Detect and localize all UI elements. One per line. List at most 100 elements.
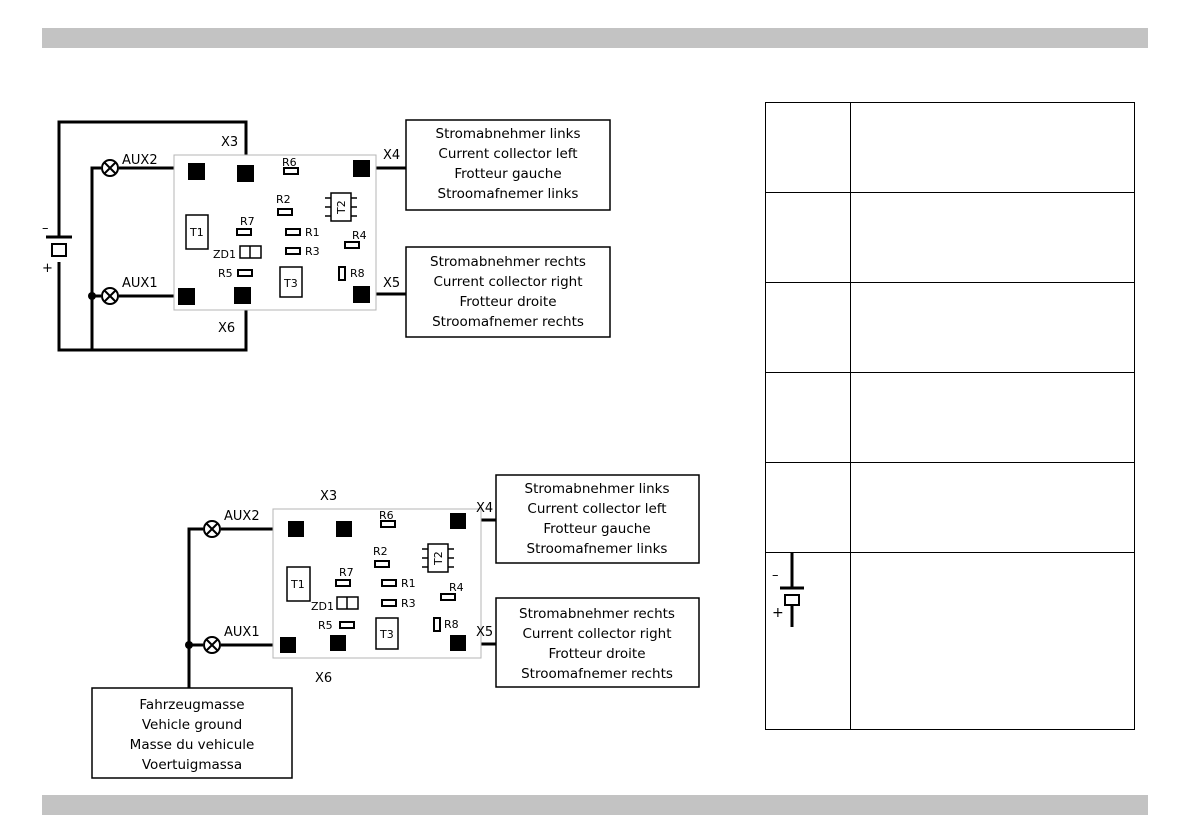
bottom-left-collector-box: Stromabnehmer links Current collector le… (495, 474, 700, 564)
r7-label: R7 (339, 566, 354, 579)
r7-label: R7 (240, 215, 255, 228)
r8-label: R8 (444, 618, 459, 631)
zd1-diode (239, 245, 262, 259)
top-right-collector-box: Stromabnehmer rechts Current collector r… (405, 246, 611, 338)
bottom-solder-pads (280, 513, 466, 653)
zd1-diode (336, 596, 359, 610)
bottom-components: R6 R2 R7 R1 R3 R4 R5 R8 T1 T3 (286, 509, 464, 650)
t2-ic: T2 (325, 192, 357, 222)
top-wire-junction (88, 292, 96, 300)
r4-label: R4 (352, 229, 367, 242)
zd1-label: ZD1 (311, 600, 334, 613)
box-line-de: Fahrzeugmasse (139, 697, 244, 713)
r1-label: R1 (305, 226, 320, 239)
r4-label: R4 (449, 581, 464, 594)
top-aux1-lamp-icon (101, 287, 119, 305)
x5-label: X5 (383, 276, 400, 291)
r8-label: R8 (350, 267, 365, 280)
box-line-fr: Frotteur gauche (543, 521, 650, 537)
box-line-nl: Stroomafnemer links (438, 186, 579, 202)
r6-resistor (380, 520, 396, 528)
legend-row-2 (766, 193, 1134, 283)
box-line-de: Stromabnehmer rechts (430, 254, 586, 270)
vehicle-ground-box: Fahrzeugmasse Vehicle ground Masse du ve… (91, 687, 293, 779)
top-aux2-lamp-icon (101, 159, 119, 177)
t2-label: T2 (432, 551, 445, 566)
r2-label: R2 (276, 193, 291, 206)
legend-row-5 (766, 463, 1134, 553)
aux2-label: AUX2 (224, 509, 260, 524)
r6-label: R6 (282, 156, 297, 169)
top-wires (57, 120, 406, 352)
legend-row-4 (766, 373, 1134, 463)
box-line-fr: Frotteur droite (459, 294, 556, 310)
top-battery-symbol: – + (42, 221, 72, 276)
legend-row-1 (766, 103, 1134, 193)
r2-resistor (374, 560, 390, 568)
r4-resistor (440, 593, 456, 601)
x3-label: X3 (221, 135, 238, 150)
battery-symbol-icon: – + (772, 553, 804, 627)
t3-label: T3 (379, 628, 394, 641)
box-line-nl: Stroomafnemer links (527, 541, 668, 557)
box-line-de: Stromabnehmer rechts (519, 606, 675, 622)
r7-resistor (335, 579, 351, 587)
box-line-de: Stromabnehmer links (525, 481, 670, 497)
t3-transistor (375, 617, 399, 650)
box-line-nl: Stroomafnemer rechts (432, 314, 584, 330)
t1-label: T1 (189, 226, 204, 239)
box-line-en: Current collector left (527, 501, 666, 517)
battery-minus-sign: – (772, 568, 779, 583)
x4-label: X4 (476, 501, 493, 516)
zd1-label: ZD1 (213, 248, 236, 261)
x6-label: X6 (218, 321, 235, 336)
box-line-en: Current collector right (433, 274, 582, 290)
r5-resistor (339, 621, 355, 629)
t3-label: T3 (283, 277, 298, 290)
box-line-en: Current collector right (522, 626, 671, 642)
x4-label: X4 (383, 148, 400, 163)
r8-resistor (338, 266, 346, 281)
r6-label: R6 (379, 509, 394, 522)
r3-label: R3 (401, 597, 416, 610)
legend-column-divider (850, 103, 851, 729)
x6-label: X6 (315, 671, 332, 686)
box-line-en: Current collector left (438, 146, 577, 162)
x5-label: X5 (476, 625, 493, 640)
bottom-wire-junction (185, 641, 193, 649)
r4-resistor (344, 241, 360, 249)
top-left-collector-box: Stromabnehmer links Current collector le… (405, 119, 611, 211)
x3-label: X3 (320, 489, 337, 504)
r2-label: R2 (373, 545, 388, 558)
legend-table: – + (765, 102, 1135, 730)
r5-resistor (237, 269, 253, 277)
bottom-aux1-lamp-icon (203, 636, 221, 654)
legend-row-3 (766, 283, 1134, 373)
r6-resistor (283, 167, 299, 175)
top-components: R6 R2 R7 R1 R3 R4 R5 R8 T1 T3 (185, 156, 367, 298)
box-line-fr: Masse du vehicule (130, 737, 255, 753)
battery-plus-sign: + (772, 605, 784, 621)
battery-minus-sign: – (42, 221, 49, 236)
legend-row-6: – + (766, 553, 1134, 729)
r1-resistor (381, 579, 397, 587)
r1-label: R1 (401, 577, 416, 590)
bottom-right-collector-box: Stromabnehmer rechts Current collector r… (495, 597, 700, 688)
footer-band (42, 795, 1148, 815)
t1-transistor (185, 214, 209, 250)
t1-label: T1 (290, 578, 305, 591)
battery-plus-sign: + (42, 261, 53, 276)
aux1-label: AUX1 (122, 276, 158, 291)
box-line-fr: Frotteur droite (548, 646, 645, 662)
r1-resistor (285, 228, 301, 236)
box-line-nl: Voertuigmassa (142, 757, 242, 773)
r3-label: R3 (305, 245, 320, 258)
t2-label: T2 (335, 200, 348, 215)
top-solder-pads (178, 160, 370, 305)
r3-resistor (381, 599, 397, 607)
box-line-de: Stromabnehmer links (436, 126, 581, 142)
aux2-label: AUX2 (122, 153, 158, 168)
top-wiring-diagram: – + AUX2 AUX1 X3 X4 X5 X6 (42, 119, 611, 352)
box-line-en: Vehicle ground (142, 717, 242, 733)
